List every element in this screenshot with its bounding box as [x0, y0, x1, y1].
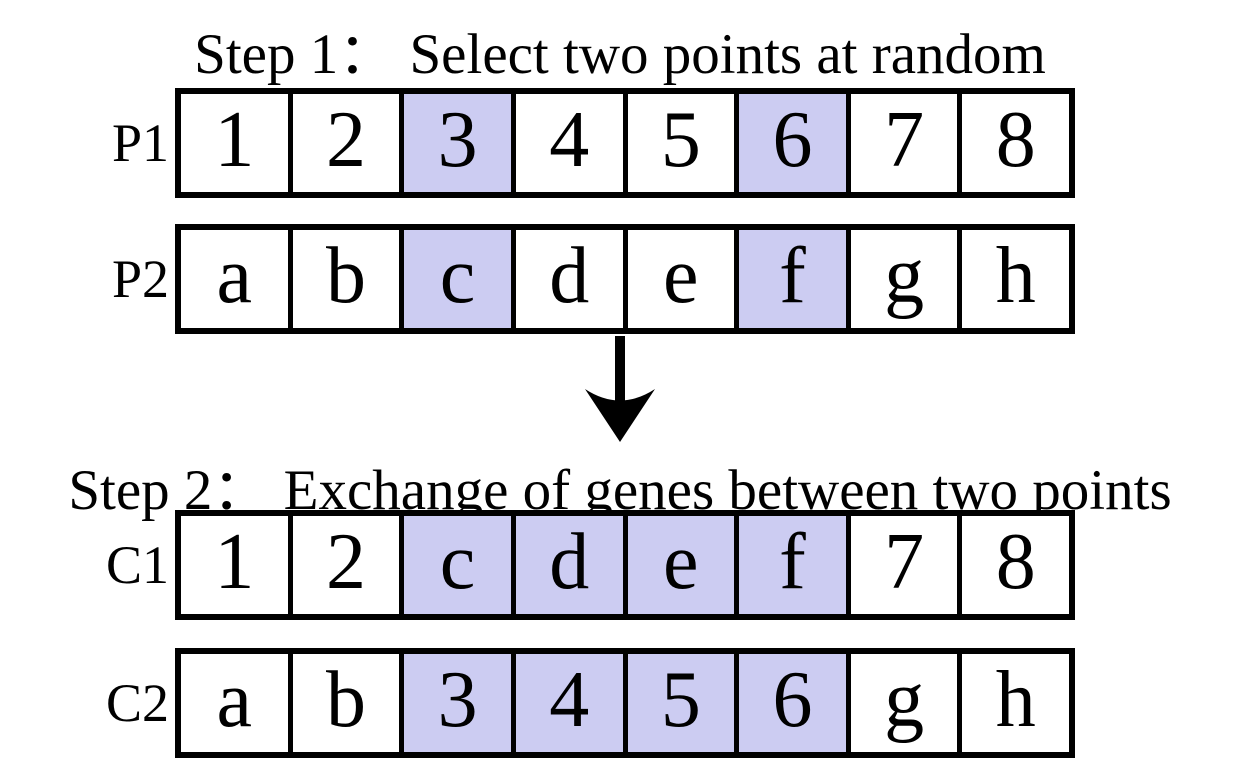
row-label-p1: P1: [111, 113, 169, 173]
gene-cell-p1-1: 2: [292, 94, 405, 192]
gene-cell-p1-2: 3: [404, 94, 516, 192]
gene-cell-c2-2: 3: [404, 654, 516, 752]
gene-cell-p2-2: c: [404, 230, 516, 328]
row-label-p2: P2: [111, 249, 169, 309]
gene-cell-c2-0: a: [181, 654, 293, 752]
step1-title: Step 1： Select two points at random: [194, 23, 1046, 86]
gene-cell-c2-6: g: [850, 654, 963, 752]
gene-cell-p1-3: 4: [515, 94, 628, 192]
gene-cell-p1-5: 6: [739, 94, 851, 192]
gene-cell-c1-7: 8: [962, 516, 1069, 614]
gene-cell-p1-0: 1: [181, 94, 293, 192]
gene-cell-p2-1: b: [292, 230, 405, 328]
gene-cell-p2-3: d: [515, 230, 628, 328]
row-label-c2: C2: [105, 673, 169, 733]
gene-cell-p2-0: a: [181, 230, 293, 328]
gene-cell-c2-1: b: [292, 654, 405, 752]
gene-cell-p2-4: e: [627, 230, 740, 328]
gene-cell-c2-7: h: [962, 654, 1069, 752]
gene-cell-c2-3: 4: [515, 654, 628, 752]
gene-cell-c1-6: 7: [850, 516, 963, 614]
gene-cell-c1-0: 1: [181, 516, 293, 614]
gene-cell-c1-2: c: [404, 516, 516, 614]
gene-cell-c1-3: d: [515, 516, 628, 614]
gene-cell-c1-4: e: [627, 516, 740, 614]
down-arrow-icon: [570, 336, 670, 446]
gene-cell-p2-5: f: [739, 230, 851, 328]
gene-cell-p2-6: g: [850, 230, 963, 328]
gene-cell-p2-7: h: [962, 230, 1069, 328]
gene-cell-p1-6: 7: [850, 94, 963, 192]
gene-cell-p1-4: 5: [627, 94, 740, 192]
gene-cell-c2-4: 5: [627, 654, 740, 752]
gene-cell-c1-1: 2: [292, 516, 405, 614]
row-label-c1: C1: [105, 535, 169, 595]
gene-cell-c2-5: 6: [739, 654, 851, 752]
gene-cell-c1-5: f: [739, 516, 851, 614]
gene-cell-p1-7: 8: [962, 94, 1069, 192]
